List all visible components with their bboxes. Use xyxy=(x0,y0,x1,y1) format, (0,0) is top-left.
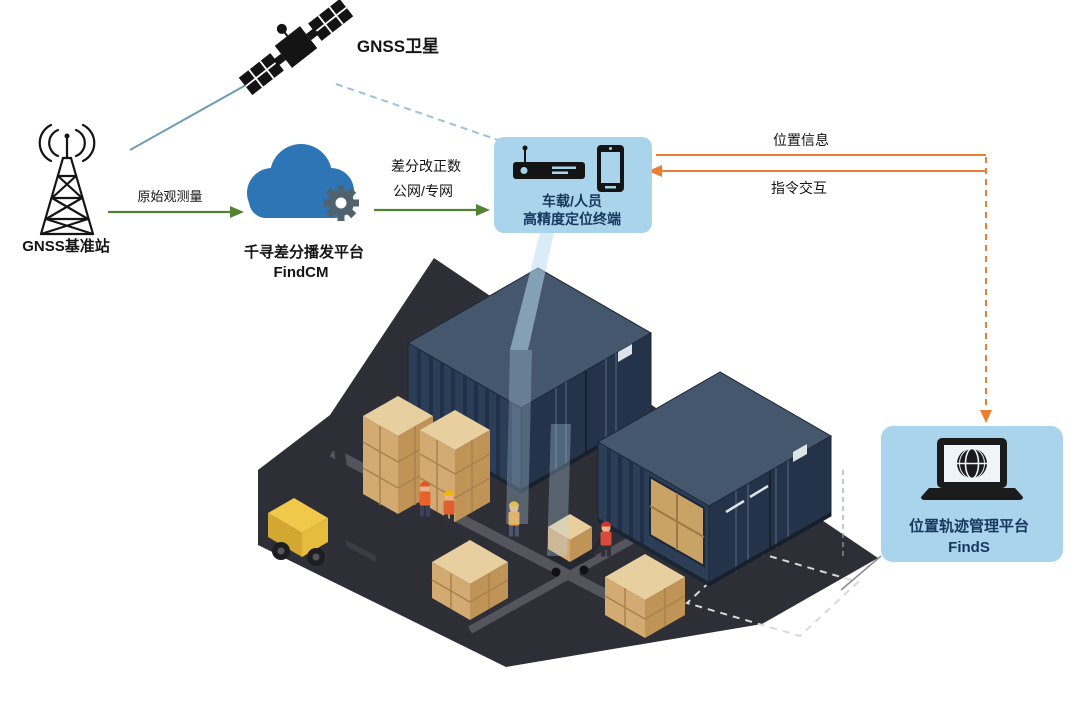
beam-column-2 xyxy=(547,424,571,556)
shipping-container-2 xyxy=(596,371,833,587)
worker-1 xyxy=(419,481,431,517)
cloud-platform-product: FindCM xyxy=(273,264,329,281)
terminal-beam xyxy=(510,233,554,350)
satellite-terminal-link xyxy=(335,83,499,141)
correction-arrow xyxy=(374,204,490,216)
terminal-label-line1: 车载/人员 xyxy=(542,193,602,209)
position-info-label: 位置信息 xyxy=(773,132,829,148)
terminal-label-line2: 高精度定位终端 xyxy=(523,211,621,227)
box-cluster-1 xyxy=(431,540,509,620)
satellite-base-link xyxy=(129,75,263,151)
antenna-tower-icon xyxy=(38,123,96,236)
warehouse-scene xyxy=(258,258,878,667)
worker-4 xyxy=(600,521,612,557)
beam-column-1 xyxy=(506,350,532,524)
forklift xyxy=(268,440,376,566)
raw-observation-label: 原始观测量 xyxy=(137,189,203,204)
worker-2 xyxy=(443,490,455,526)
management-platform-product: FindS xyxy=(948,539,990,556)
management-panel-pointer xyxy=(840,555,882,591)
platform-link-dashed-line xyxy=(980,157,992,423)
globe-icon xyxy=(957,447,987,480)
satellite-label: GNSS卫星 xyxy=(356,37,440,56)
network-label: 公网/专网 xyxy=(393,183,453,199)
command-interaction-line xyxy=(648,165,986,177)
base-station-label: GNSS基准站 xyxy=(22,238,110,255)
satellite-icon xyxy=(238,0,354,96)
worker-3 xyxy=(508,501,520,537)
command-interaction-label: 指令交互 xyxy=(771,180,827,196)
management-platform-name: 位置轨迹管理平台 xyxy=(908,518,1030,535)
gnss-receiver-icon xyxy=(513,145,585,179)
pallet-jack xyxy=(546,514,604,577)
smartphone-icon xyxy=(597,145,624,192)
pallet-stack-2 xyxy=(419,410,491,522)
raw-observation-arrow xyxy=(108,206,244,218)
correction-label: 差分改正数 xyxy=(391,158,461,174)
laptop-globe-icon xyxy=(921,438,1023,500)
box-cluster-2 xyxy=(604,554,686,638)
gear-icon xyxy=(323,185,359,221)
cloud-platform-name: 千寻差分播发平台 xyxy=(243,244,365,261)
